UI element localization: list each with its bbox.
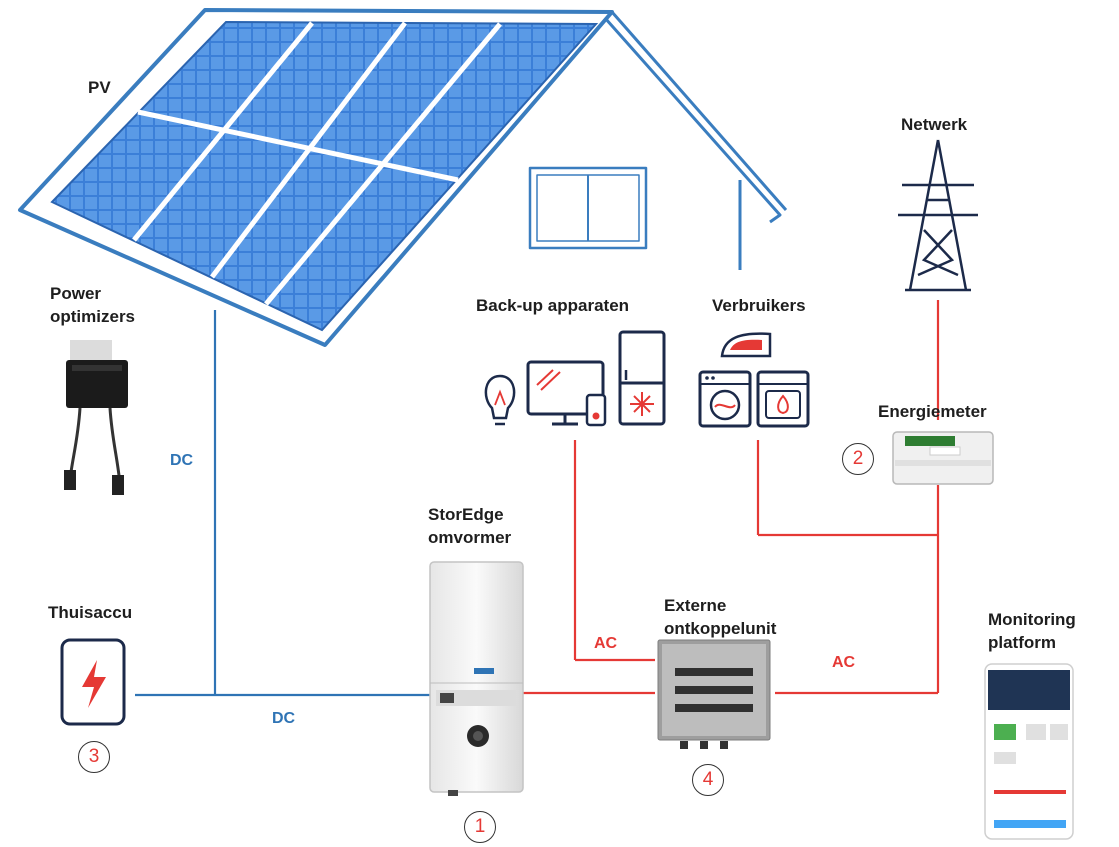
number-inverter: 1 bbox=[464, 811, 496, 843]
dc-lines bbox=[135, 310, 430, 697]
fridge-icon bbox=[618, 330, 666, 426]
remote-icon bbox=[585, 393, 607, 427]
dc-label-vertical: DC bbox=[170, 452, 194, 469]
phone-app bbox=[984, 663, 1074, 840]
storedge-label-line1: StorEdge bbox=[428, 505, 504, 524]
switch-box bbox=[657, 639, 771, 749]
bulb-icon bbox=[484, 374, 516, 426]
verbruikers-label: Verbruikers bbox=[712, 296, 806, 315]
energiemeter-label: Energiemeter bbox=[878, 402, 987, 421]
inverter bbox=[429, 561, 524, 796]
number-switch: 4 bbox=[692, 764, 724, 796]
netwerk-label: Netwerk bbox=[901, 115, 968, 134]
storedge-label-line2: omvormer bbox=[428, 528, 512, 547]
number-meter: 2 bbox=[842, 443, 874, 475]
ac-label-left: AC bbox=[594, 635, 618, 652]
monitoring-label-line1: Monitoring bbox=[988, 610, 1076, 629]
number-battery: 3 bbox=[78, 741, 110, 773]
oven-icon bbox=[756, 370, 810, 428]
house-outline bbox=[528, 11, 788, 270]
externe-label-line2: ontkoppelunit bbox=[664, 619, 777, 638]
washing-machine-icon bbox=[698, 370, 752, 428]
thuisaccu-label: Thuisaccu bbox=[48, 603, 133, 622]
tv-icon bbox=[526, 360, 605, 426]
dc-label-horizontal: DC bbox=[272, 710, 296, 727]
ac-label-right: AC bbox=[832, 654, 856, 671]
power-optimizers-label-line2: optimizers bbox=[50, 307, 136, 326]
externe-label-line1: Externe bbox=[664, 596, 727, 615]
iron-icon bbox=[720, 332, 772, 358]
power-optimizer bbox=[64, 340, 128, 495]
backup-label: Back-up apparaten bbox=[476, 296, 630, 315]
energy-meter bbox=[892, 431, 994, 485]
battery-icon bbox=[60, 638, 126, 726]
monitoring-label-line2: platform bbox=[988, 633, 1056, 652]
power-optimizers-label-line1: Power bbox=[50, 284, 102, 303]
ac-lines bbox=[522, 300, 940, 695]
pylon-icon bbox=[898, 139, 978, 292]
solar-panel-roof bbox=[18, 8, 614, 347]
pv-label: PV bbox=[88, 78, 111, 97]
